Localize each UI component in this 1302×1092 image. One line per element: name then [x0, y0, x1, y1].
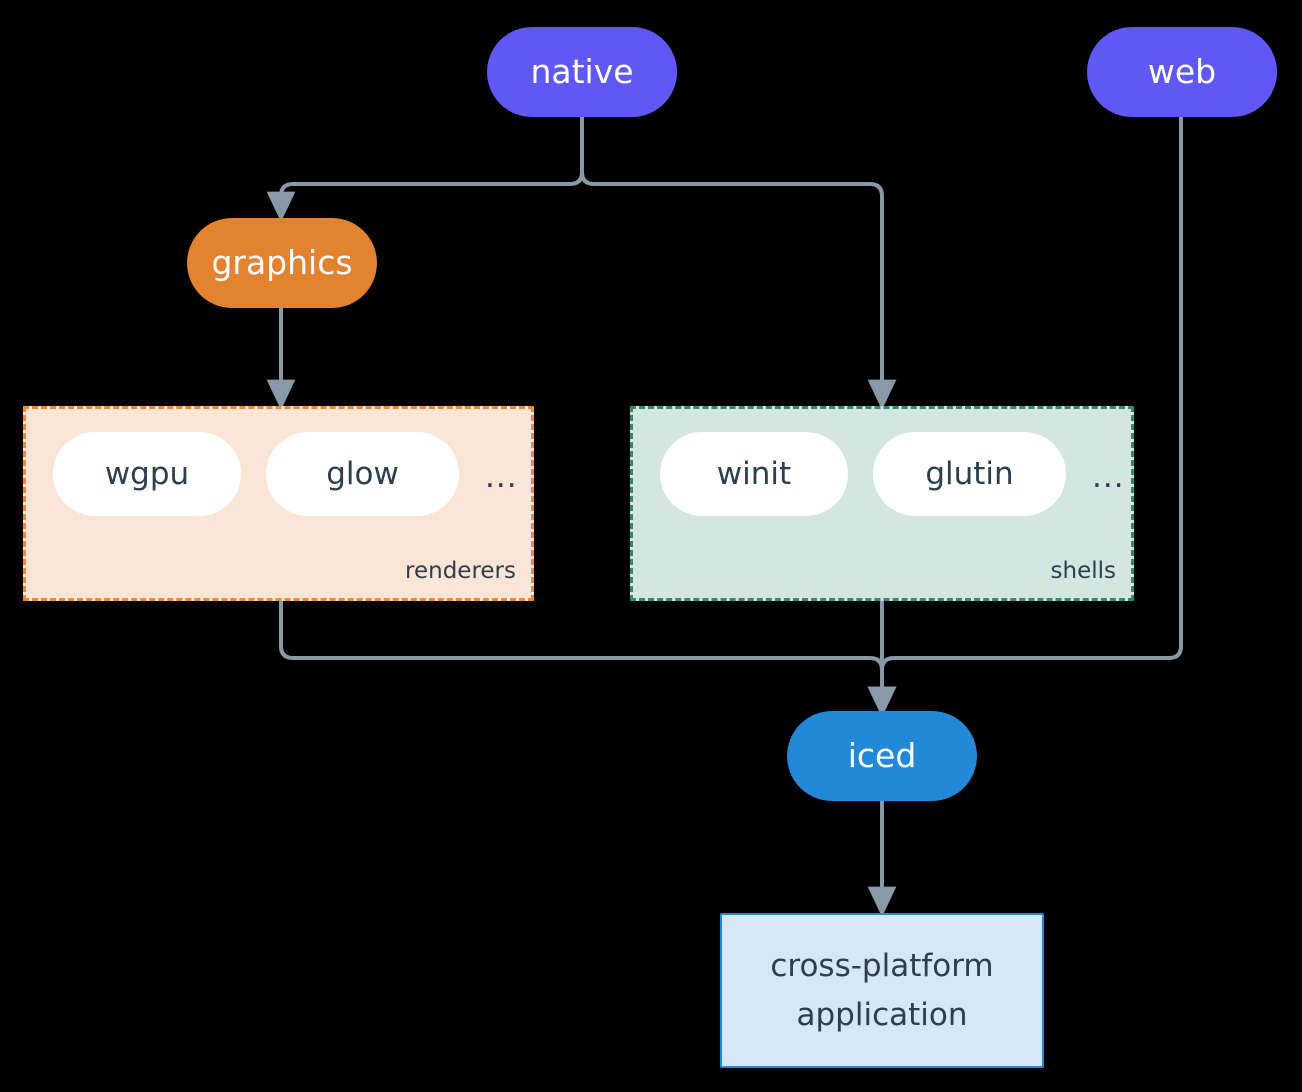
group-item-wgpu[interactable]: wgpu [53, 432, 241, 516]
group-item-winit[interactable]: winit [660, 432, 848, 516]
group-item-glutin-label: glutin [925, 456, 1014, 492]
node-graphics-label: graphics [211, 242, 353, 282]
node-application-label-line2: application [796, 996, 968, 1033]
group-item-glutin[interactable]: glutin [873, 432, 1066, 516]
node-iced[interactable]: iced [787, 711, 977, 801]
group-item-glow-label: glow [326, 456, 399, 492]
edge-renderers-to-iced [279, 601, 897, 718]
node-application-label-line1: cross-platform [770, 948, 994, 985]
node-web[interactable]: web [1087, 27, 1277, 117]
group-renderers-label: renderers [405, 558, 516, 584]
group-shells: winit glutin ... shells [630, 406, 1134, 601]
group-renderers: wgpu glow ... renderers [23, 406, 534, 601]
group-item-glow[interactable]: glow [266, 432, 459, 516]
node-native[interactable]: native [487, 27, 677, 117]
node-native-label: native [530, 51, 634, 91]
edge-native-to-shells [580, 117, 897, 411]
node-iced-label: iced [847, 735, 917, 775]
node-graphics[interactable]: graphics [187, 218, 377, 308]
node-application[interactable]: cross-platform application [720, 913, 1044, 1068]
group-shells-overflow: ... [1092, 459, 1125, 495]
edge-native-to-graphics [266, 117, 584, 223]
group-renderers-overflow: ... [485, 459, 518, 495]
node-web-label: web [1147, 51, 1217, 91]
group-item-winit-label: winit [716, 456, 792, 492]
group-shells-label: shells [1050, 558, 1116, 584]
group-item-wgpu-label: wgpu [104, 456, 190, 492]
